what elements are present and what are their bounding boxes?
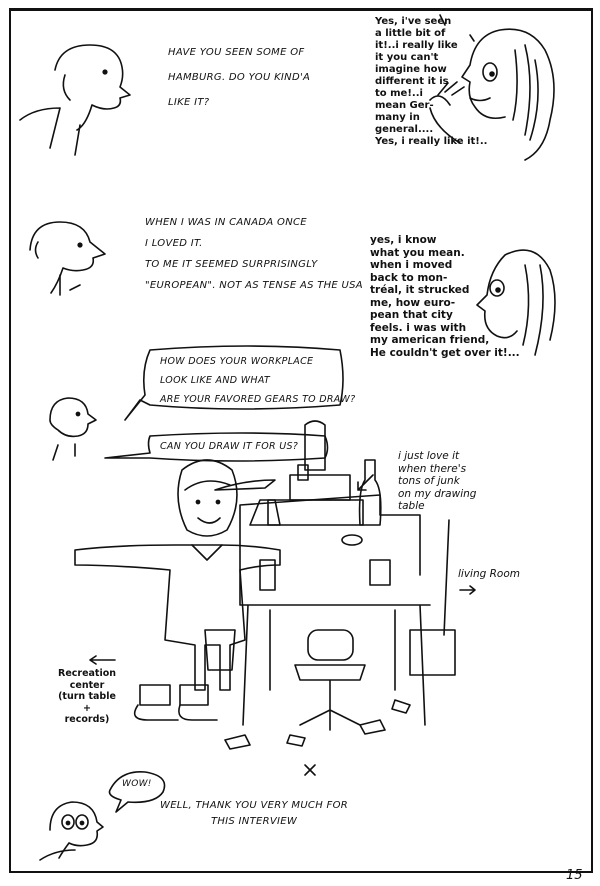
drawing-desk <box>214 420 431 726</box>
answer-hamburg: Yes, i've seen a little bit of it!..i re… <box>375 16 488 147</box>
arrow-junk <box>357 474 374 491</box>
wow-bubble <box>108 771 166 813</box>
wall-line <box>443 519 450 636</box>
artist-figure <box>74 459 281 721</box>
chair <box>294 629 366 731</box>
interviewer-head-3 <box>49 397 97 461</box>
woman-head-1 <box>429 14 555 161</box>
woman-head-2 <box>476 249 556 356</box>
arrow-recreation <box>89 655 116 665</box>
question-draw-it: Can you draw it for us? <box>160 441 299 452</box>
note-recreation-center: Recreation center (turn table + records) <box>58 668 117 725</box>
thanks-text: Well, thank you very much for this inter… <box>160 800 348 827</box>
answer-montreal: yes, i know what you mean. when i moved … <box>370 234 520 359</box>
note-living-room: living Room <box>458 568 520 580</box>
x-mark <box>304 764 316 776</box>
box <box>409 629 456 676</box>
page-number: 15 <box>566 868 583 883</box>
wow-text: wow! <box>122 779 152 789</box>
interviewer-head-4 <box>39 801 104 861</box>
page-frame <box>9 8 593 873</box>
paper-scraps <box>204 629 411 750</box>
arrow-living-room <box>459 585 476 595</box>
question-hamburg: Have you seen some of Hamburg. Do you ki… <box>168 47 311 108</box>
speech-bubble <box>124 345 344 421</box>
note-junk: i just love it when there's tons of junk… <box>398 450 477 512</box>
interviewer-head-1 <box>19 44 131 156</box>
interviewer-head-2 <box>29 221 106 296</box>
question-workplace: How does your workplace look like and wh… <box>160 356 356 405</box>
